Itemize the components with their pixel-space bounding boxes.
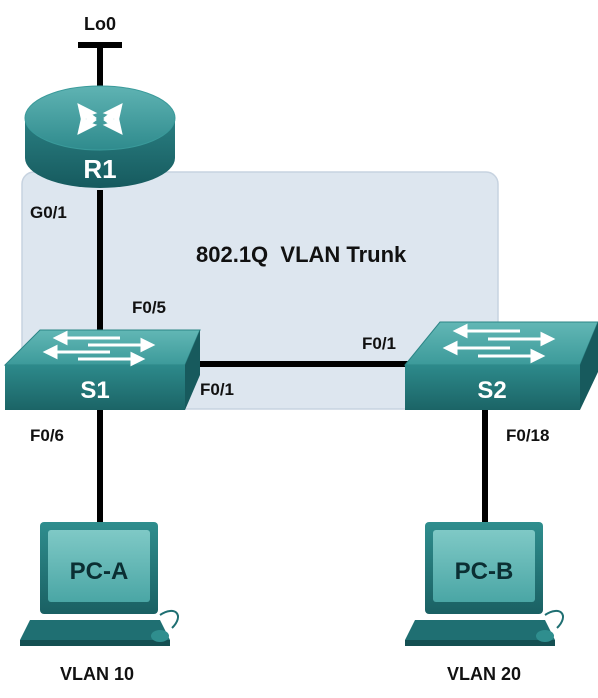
- pc-b-name: PC-B: [455, 558, 514, 585]
- pc-a-vlan: VLAN 10: [60, 664, 134, 684]
- switch-s1[interactable]: S1: [3, 329, 201, 410]
- s2-port-f0-18: F0/18: [506, 426, 549, 445]
- router-arrows-icon: [77, 103, 123, 135]
- r1-port-g0-1: G0/1: [30, 203, 67, 222]
- trunk-label: 802.1Q VLAN Trunk: [196, 242, 407, 267]
- pc-a-name: PC-A: [70, 558, 129, 585]
- s1-port-f0-6: F0/6: [30, 426, 64, 445]
- cables: [78, 42, 488, 522]
- s1-port-f0-1: F0/1: [200, 380, 234, 399]
- switch-s2-name: S2: [477, 377, 506, 404]
- s1-port-f0-5: F0/5: [132, 298, 166, 317]
- pc-b[interactable]: PC-B: [405, 522, 564, 646]
- pc-b-vlan: VLAN 20: [447, 664, 521, 684]
- switch-s2-arrows-icon: [442, 323, 556, 364]
- switch-s2[interactable]: S2: [403, 321, 598, 410]
- pc-a[interactable]: PC-A: [20, 522, 179, 646]
- router-name: R1: [83, 154, 116, 184]
- router-r1[interactable]: R1: [24, 85, 176, 188]
- s2-port-f0-1: F0/1: [362, 334, 396, 353]
- switch-s1-arrows-icon: [42, 330, 156, 367]
- loopback-label: Lo0: [84, 14, 116, 34]
- switch-s1-name: S1: [80, 377, 109, 404]
